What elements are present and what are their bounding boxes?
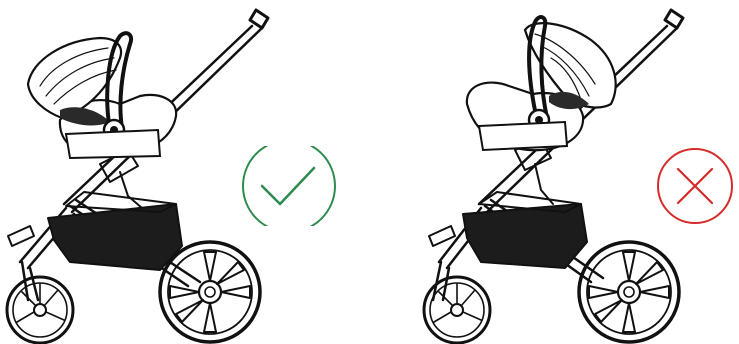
rear-wheel — [579, 242, 679, 342]
panel-correct-installation — [0, 0, 369, 344]
panel-incorrect-installation — [369, 0, 738, 344]
shopping-basket — [48, 192, 182, 270]
x-mark-icon — [655, 146, 735, 226]
front-wheel — [424, 277, 490, 343]
rear-wheel — [160, 242, 260, 342]
infant-car-seat — [28, 33, 176, 158]
shopping-basket — [463, 192, 587, 268]
checkmark-icon — [240, 146, 340, 226]
front-wheel — [7, 277, 73, 343]
infant-car-seat — [467, 17, 616, 150]
